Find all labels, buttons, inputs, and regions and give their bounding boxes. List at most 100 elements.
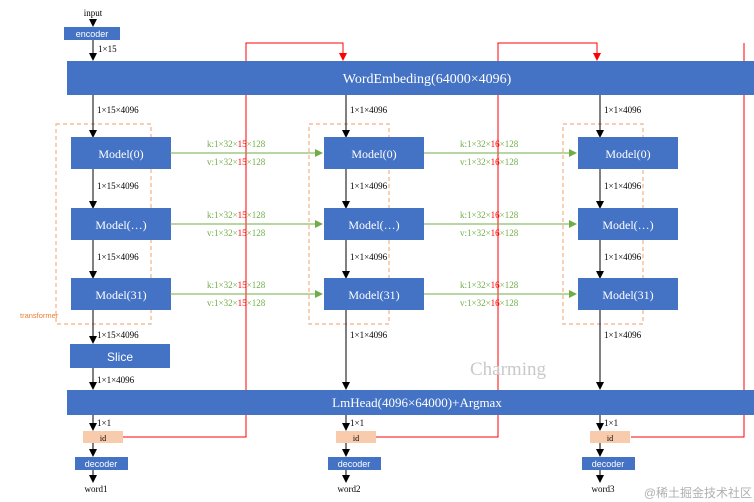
- kv-v-seq: 15: [238, 228, 248, 238]
- decoder-label: decoder: [338, 459, 371, 469]
- model-label: Model(0): [351, 147, 396, 161]
- slice-label: Slice: [107, 350, 133, 364]
- kv-k-seq: 16: [491, 280, 501, 290]
- word-output: word3: [592, 484, 615, 494]
- kv-k-suffix: ×128: [500, 139, 519, 149]
- id-label: id: [100, 434, 106, 443]
- decoder-label: decoder: [85, 459, 118, 469]
- kv-v-prefix: v:1×32×: [460, 157, 491, 167]
- id-shape: 1×1: [97, 418, 111, 428]
- kv-k-seq: 15: [238, 139, 248, 149]
- feedback-loop-1: [122, 42, 347, 438]
- kv-v-prefix: v:1×32×: [460, 298, 491, 308]
- kv-links-layer: k:1×32×15×128v:1×32×15×128k:1×32×16×128v…: [170, 139, 577, 308]
- kv-v-seq: 16: [491, 298, 501, 308]
- kv-v-prefix: v:1×32×: [207, 157, 238, 167]
- watermark-text: Charming: [470, 359, 546, 380]
- kv-k-prefix: k:1×32×: [207, 139, 238, 149]
- kv-k-seq: 15: [238, 210, 248, 220]
- model-label: Model(0): [605, 147, 650, 161]
- kv-v-seq: 16: [491, 228, 501, 238]
- kv-k-prefix: k:1×32×: [460, 210, 491, 220]
- feedback-loop-2: [375, 42, 601, 438]
- word-output: word2: [338, 484, 361, 494]
- model-output-shape: 1×1×4096: [604, 330, 642, 340]
- model-label: Model(31): [95, 288, 146, 302]
- model-label: Model(0): [98, 147, 143, 161]
- model-block: [578, 208, 678, 240]
- id-box: [83, 431, 123, 443]
- kv-v-seq: 15: [238, 157, 248, 167]
- kv-k-seq: 16: [491, 139, 501, 149]
- word-embedding-label: WordEmbeding(64000×4096): [343, 72, 512, 87]
- kv-v-suffix: ×128: [500, 157, 519, 167]
- kv-v-prefix: v:1×32×: [207, 298, 238, 308]
- kv-v-suffix: ×128: [247, 298, 266, 308]
- kv-v-label: v:1×32×16×128: [460, 157, 519, 167]
- between-model-shape: 1×15×4096: [97, 252, 139, 262]
- model-block: [324, 137, 424, 169]
- slice-output-shape: 1×1×4096: [97, 375, 135, 385]
- model-label: Model(…): [95, 218, 146, 232]
- kv-k-suffix: ×128: [247, 210, 266, 220]
- encoder-block: [64, 27, 120, 40]
- slice-block: [70, 344, 170, 368]
- id-box: [590, 431, 630, 443]
- input-label: input: [84, 8, 103, 18]
- id-label: id: [353, 434, 359, 443]
- encoder-output-shape: 1×15: [98, 44, 117, 54]
- kv-v-label: v:1×32×15×128: [207, 298, 266, 308]
- column-2: 1×1×4096Model(0)1×1×4096Model(…)1×1×4096…: [308, 95, 424, 494]
- decoder-block: [75, 457, 128, 470]
- lm-head-block: [67, 390, 754, 415]
- kv-k-seq: 15: [238, 280, 248, 290]
- kv-k-label: k:1×32×15×128: [207, 139, 266, 149]
- decoder-block: [328, 457, 381, 470]
- embedding-output-shape: 1×1×4096: [604, 105, 642, 115]
- model-block: [71, 278, 171, 310]
- model-label: Model(31): [602, 288, 653, 302]
- model-block: [71, 208, 171, 240]
- kv-k-prefix: k:1×32×: [460, 139, 491, 149]
- model-output-shape: 1×15×4096: [97, 330, 139, 340]
- kv-v-suffix: ×128: [500, 298, 519, 308]
- kv-k-label: k:1×32×15×128: [207, 280, 266, 290]
- word-embedding-block: [67, 61, 754, 95]
- footer-watermark: @稀土掘金技术社区: [644, 485, 752, 500]
- transformer-box: [55, 123, 152, 325]
- model-block: [578, 137, 678, 169]
- kv-k-label: k:1×32×16×128: [460, 139, 519, 149]
- kv-k-label: k:1×32×16×128: [460, 210, 519, 220]
- columns-layer: 1×15×4096Model(0)1×15×4096Model(…)1×15×4…: [55, 95, 678, 494]
- kv-v-prefix: v:1×32×: [460, 228, 491, 238]
- kv-k-label: k:1×32×16×128: [460, 280, 519, 290]
- kv-v-prefix: v:1×32×: [207, 228, 238, 238]
- between-model-shape: 1×15×4096: [97, 181, 139, 191]
- kv-k-suffix: ×128: [500, 210, 519, 220]
- column-3: 1×1×4096Model(0)1×1×4096Model(…)1×1×4096…: [562, 95, 678, 494]
- kv-k-suffix: ×128: [247, 280, 266, 290]
- kv-v-seq: 16: [491, 157, 501, 167]
- column-1: 1×15×4096Model(0)1×15×4096Model(…)1×15×4…: [55, 95, 171, 494]
- model-block: [324, 208, 424, 240]
- kv-k-seq: 16: [491, 210, 501, 220]
- lm-head-label: LmHead(4096×64000)+Argmax: [332, 395, 502, 410]
- id-shape: 1×1: [604, 418, 618, 428]
- model-block: [324, 278, 424, 310]
- encoder-label: encoder: [76, 29, 109, 39]
- id-label: id: [607, 434, 613, 443]
- kv-v-suffix: ×128: [500, 228, 519, 238]
- word-output: word1: [85, 484, 108, 494]
- feedback-loop-3: [631, 43, 745, 438]
- model-label: Model(31): [348, 288, 399, 302]
- kv-k-prefix: k:1×32×: [207, 280, 238, 290]
- transformer-label: transformer: [20, 311, 59, 320]
- kv-k-label: k:1×32×15×128: [207, 210, 266, 220]
- embedding-output-shape: 1×15×4096: [97, 105, 139, 115]
